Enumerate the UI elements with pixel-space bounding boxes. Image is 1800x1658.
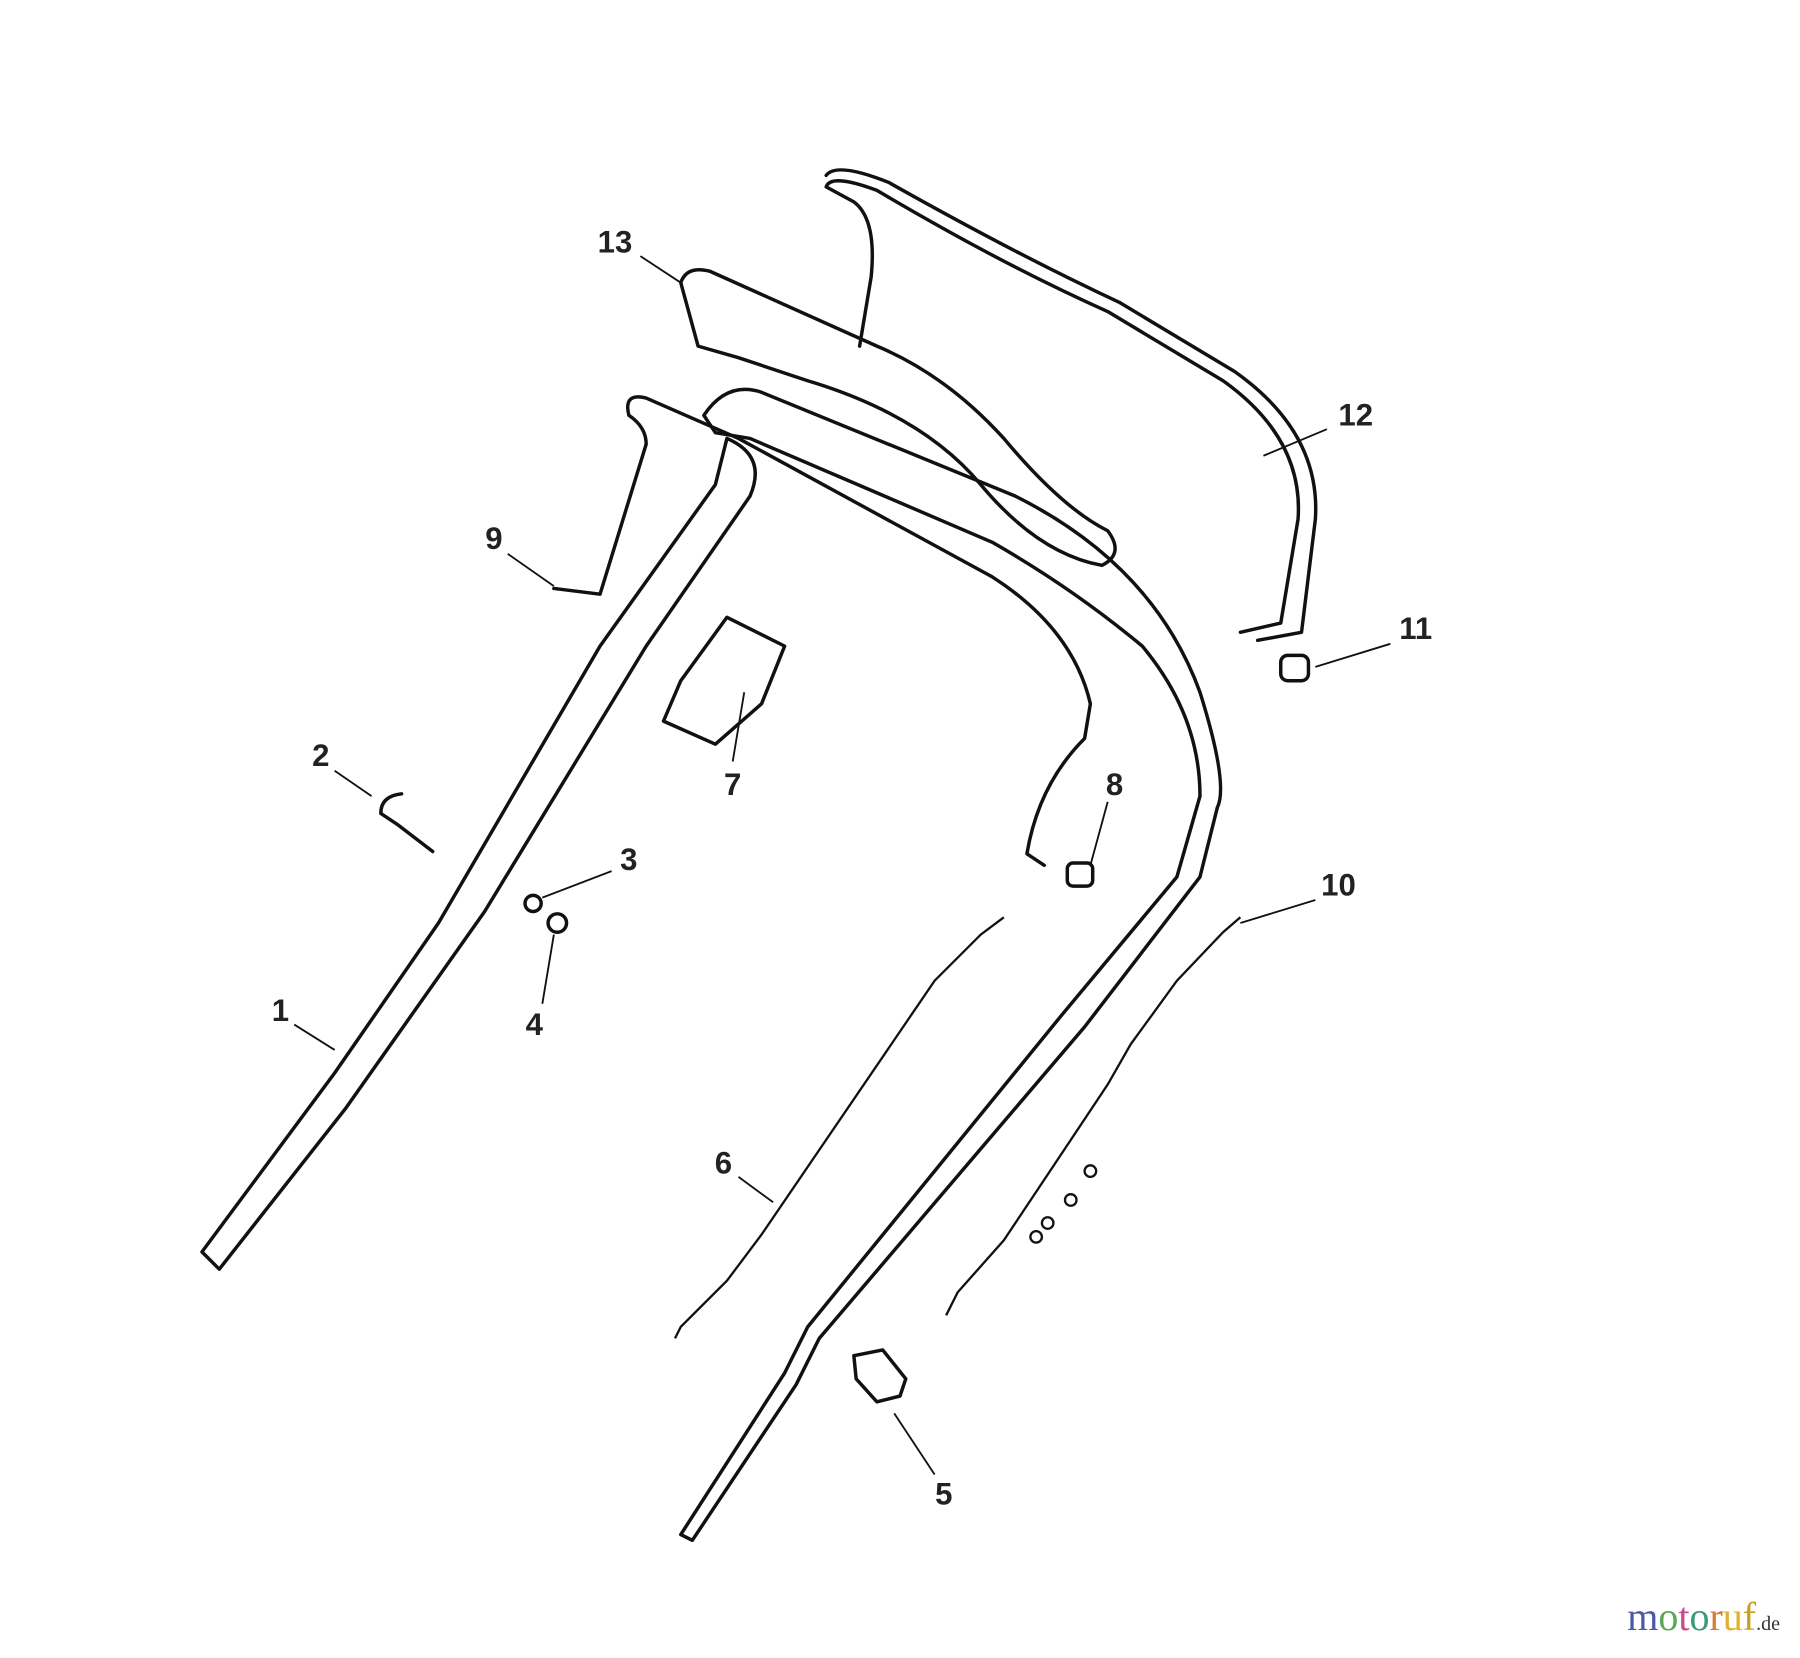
logo-letter: o	[1658, 1594, 1679, 1639]
washer	[1083, 1164, 1098, 1179]
washer	[1063, 1193, 1078, 1207]
callout-13: 13	[598, 225, 633, 260]
callout-10: 10	[1321, 867, 1356, 902]
leader-lines	[293, 255, 1391, 1476]
callout-5: 5	[935, 1477, 952, 1512]
part-3-washer	[523, 893, 543, 914]
logo-letter: m	[1627, 1594, 1659, 1639]
logo-letter: f	[1742, 1594, 1757, 1639]
logo-suffix: .de	[1756, 1613, 1780, 1635]
part-9-lower-bail	[552, 395, 1093, 868]
upper-handle	[679, 387, 1223, 1543]
logo-letter: r	[1709, 1594, 1723, 1639]
callout-6: 6	[715, 1145, 732, 1180]
part-4-nut	[546, 912, 569, 934]
part-8-cap	[1065, 861, 1095, 888]
part-1-lower-handle	[200, 436, 757, 1271]
motoruf-logo: motoruf.de	[1627, 1593, 1780, 1640]
callout-4: 4	[526, 1007, 544, 1042]
callout-9: 9	[485, 521, 502, 556]
washer	[1040, 1216, 1055, 1230]
part-10-cable	[945, 916, 1242, 1316]
logo-wordmark: motoruf	[1627, 1594, 1756, 1639]
part-7-cable-clip	[661, 615, 787, 746]
part-12-bail-bar	[824, 179, 1301, 635]
part-6-cable	[673, 916, 1005, 1339]
logo-letter: t	[1678, 1594, 1690, 1639]
part-2-hook-bolt	[379, 792, 435, 854]
logo-letter: o	[1689, 1594, 1710, 1639]
callout-8: 8	[1106, 767, 1123, 802]
callout-2: 2	[312, 738, 329, 773]
part-5-cable-guide	[852, 1348, 908, 1404]
callout-11: 11	[1399, 611, 1432, 646]
part-13-grip	[679, 267, 1117, 568]
callout-12: 12	[1338, 398, 1373, 433]
callout-1: 1	[272, 993, 289, 1028]
logo-letter: u	[1722, 1594, 1743, 1639]
part-11-cap	[1279, 653, 1311, 683]
washer	[1029, 1229, 1044, 1244]
callout-7: 7	[724, 767, 741, 802]
part-12-outline	[824, 168, 1318, 643]
callout-3: 3	[620, 842, 637, 877]
